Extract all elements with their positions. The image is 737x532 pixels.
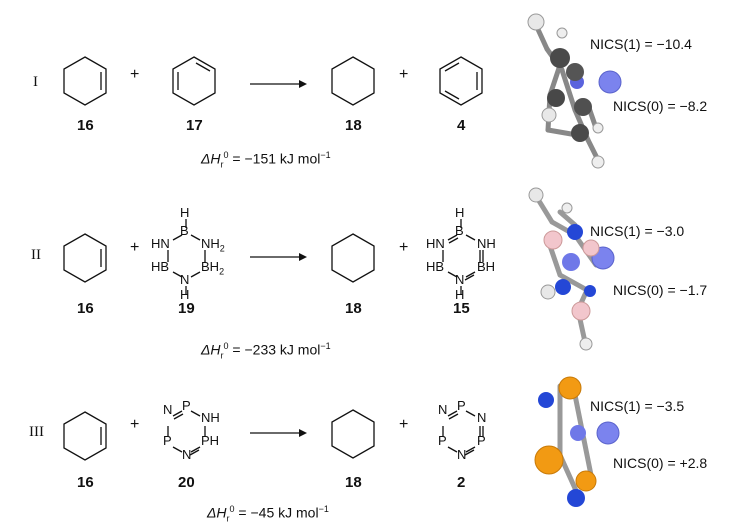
plus-sign: + xyxy=(130,66,140,83)
atom-hb: HB xyxy=(426,259,445,274)
enthalpy-row3: ΔHr0 = −45 kJ mol−1 xyxy=(207,504,329,524)
atom-p: P xyxy=(438,433,447,448)
atom-h: H xyxy=(180,205,190,220)
reaction-arrow-row3 xyxy=(250,429,307,437)
nics1-row2: NICS(1) = −3.0 xyxy=(590,223,685,239)
plus-sign: + xyxy=(399,66,409,83)
reaction-arrow-row1 xyxy=(250,80,307,88)
compound-number: 16 xyxy=(77,474,94,491)
nics1-row3: NICS(1) = −3.5 xyxy=(590,398,685,414)
atom-n: N xyxy=(182,447,192,462)
cyclohexane-18-row2 xyxy=(331,233,375,283)
compound-number: 16 xyxy=(77,117,94,134)
reaction-label-I: I xyxy=(33,74,38,90)
compound-number: 19 xyxy=(178,300,195,317)
atom-ph: PH xyxy=(201,433,220,448)
atom-p: P xyxy=(477,433,486,448)
benzene-3d-model xyxy=(527,13,622,169)
atom-n: N xyxy=(180,272,190,287)
cyclophosphazene-20-bonds xyxy=(167,410,206,456)
nics0-row2: NICS(0) = −1.7 xyxy=(613,282,708,298)
atom-nh2: NH2 xyxy=(201,236,225,254)
plus-sign: + xyxy=(399,239,409,256)
atom-nh: NH xyxy=(477,236,496,251)
plus-sign: + xyxy=(130,239,140,256)
cyclohexadiene-17 xyxy=(172,56,216,106)
atom-b: B xyxy=(180,223,189,238)
reaction-arrow-row2 xyxy=(250,253,307,261)
compound-number: 20 xyxy=(178,474,195,491)
atom-b: B xyxy=(455,223,464,238)
nics0-row1: NICS(0) = −8.2 xyxy=(613,98,708,114)
atom-n: N xyxy=(455,272,465,287)
atom-p: P xyxy=(457,398,466,413)
compound-number: 18 xyxy=(345,474,362,491)
atom-n: N xyxy=(477,410,487,425)
atom-bh: BH xyxy=(477,259,496,274)
atom-n: N xyxy=(457,447,467,462)
plus-sign: + xyxy=(399,416,409,433)
atom-h: H xyxy=(180,287,190,302)
compound-number: 4 xyxy=(457,117,466,134)
atom-h: H xyxy=(455,205,465,220)
reaction-label-III: III xyxy=(29,424,44,440)
nics0-row3: NICS(0) = +2.8 xyxy=(613,455,708,471)
atom-hb: HB xyxy=(151,259,170,274)
phosphazene-3d-model xyxy=(534,376,620,507)
benzene-4 xyxy=(439,56,483,106)
cyclohexene-16-row3 xyxy=(63,411,107,461)
cyclohexane-18-row1 xyxy=(331,56,375,106)
atom-hn: HN xyxy=(151,236,170,251)
compound-number: 2 xyxy=(457,474,466,491)
plus-sign: + xyxy=(130,416,140,433)
atom-hn: HN xyxy=(426,236,445,251)
atom-n: N xyxy=(438,402,448,417)
atom-p: P xyxy=(163,433,172,448)
compound-number: 18 xyxy=(345,117,362,134)
borazine-3d-model xyxy=(528,187,615,351)
reaction-label-II: II xyxy=(31,247,41,263)
atom-h: H xyxy=(455,287,465,302)
cyclohexene-16-row2 xyxy=(63,233,107,283)
nics1-row1: NICS(1) = −10.4 xyxy=(590,36,692,52)
compound-number: 18 xyxy=(345,300,362,317)
enthalpy-row1: ΔHr0 = −151 kJ mol−1 xyxy=(201,150,331,170)
borazine-15-bonds xyxy=(442,219,484,294)
atom-n: N xyxy=(163,402,173,417)
cyclohexane-18-row3 xyxy=(331,409,375,459)
compound-number: 15 xyxy=(453,300,470,317)
cyclohexene-16-row1 xyxy=(63,56,107,106)
compound-number: 17 xyxy=(186,117,203,134)
atom-bh2: BH2 xyxy=(201,259,225,277)
enthalpy-row2: ΔHr0 = −233 kJ mol−1 xyxy=(201,341,331,361)
compound-number: 16 xyxy=(77,300,94,317)
aminoborane-19-bonds xyxy=(167,219,206,294)
atom-p: P xyxy=(182,398,191,413)
atom-nh: NH xyxy=(201,410,220,425)
triphosphazene-2-bonds xyxy=(442,410,484,456)
